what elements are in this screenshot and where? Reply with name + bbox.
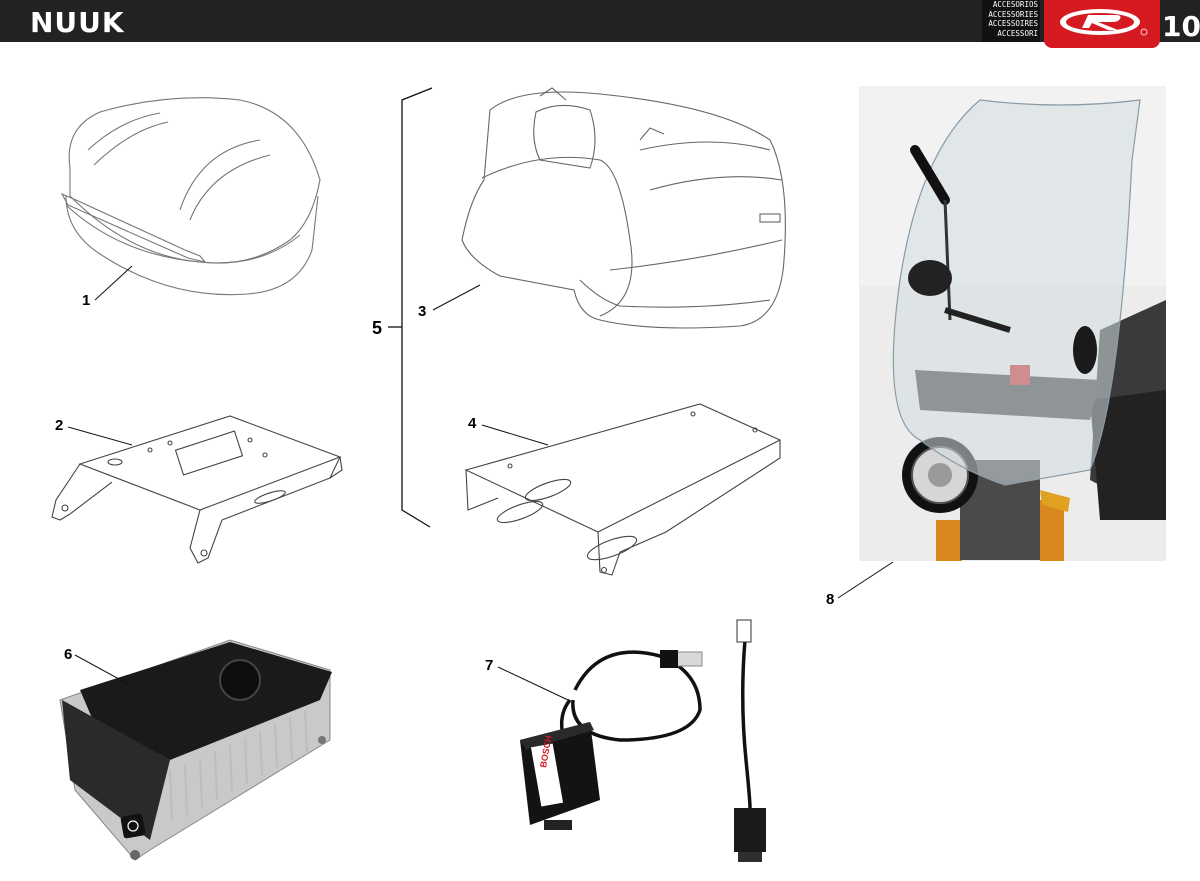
usb-interface-photo xyxy=(520,619,766,862)
rack-plate-drawing xyxy=(51,415,343,564)
brand-logo-icon xyxy=(1060,9,1148,36)
callout-2: 2 xyxy=(55,417,64,434)
callout-4: 4 xyxy=(468,415,477,432)
charger-photo xyxy=(59,639,332,861)
category-label: ACCESSORIES xyxy=(988,9,1038,19)
callout-6: 6 xyxy=(64,646,73,663)
group-bracket xyxy=(388,87,433,528)
category-label: ACCESSORI xyxy=(997,28,1038,38)
page-number: 10 xyxy=(1162,10,1200,43)
callout-8: 8 xyxy=(826,591,835,608)
leader-lines xyxy=(67,265,894,701)
bag-rack-drawing xyxy=(464,403,782,576)
callout-7: 7 xyxy=(485,657,494,674)
callout-1: 1 xyxy=(82,292,91,309)
category-label: ACCESORIOS xyxy=(992,0,1038,9)
top-case-drawing xyxy=(60,97,321,296)
callout-3: 3 xyxy=(418,303,427,320)
category-label: ACCESSOIRES xyxy=(988,19,1038,29)
model-title: NUUK xyxy=(30,6,125,39)
callout-5: 5 xyxy=(372,318,383,338)
windscreen-photo xyxy=(859,86,1166,561)
brand-logo-badge xyxy=(1044,0,1160,48)
category-labels: ACCESORIOS ACCESSORIES ACCESSOIRES ACCES… xyxy=(982,0,1040,42)
rear-bag-drawing xyxy=(461,87,786,329)
